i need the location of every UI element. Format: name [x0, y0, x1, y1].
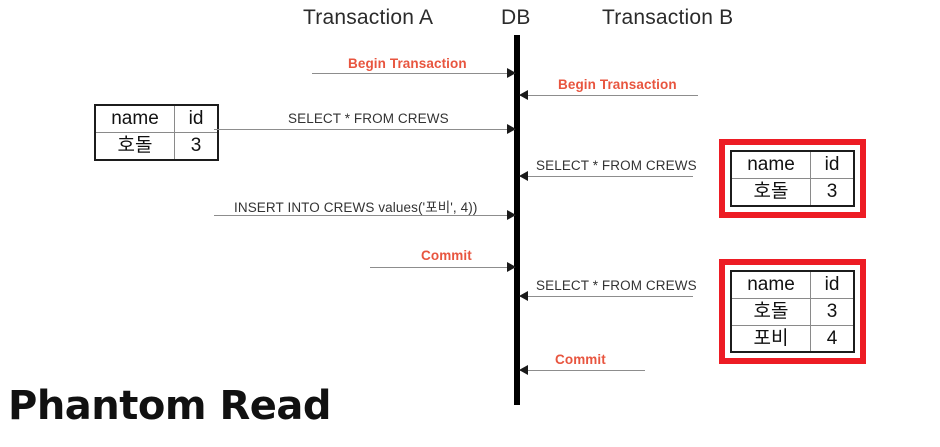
arrow-begin-transaction-b — [519, 87, 698, 105]
arrow-begin-transaction-a — [312, 65, 516, 83]
arrow-head-left — [519, 90, 528, 100]
table-header-id: id — [810, 270, 855, 299]
diagram-caption: Phantom Read — [8, 383, 332, 429]
table-cell-id: 4 — [810, 324, 855, 353]
table-row: 호돌 3 — [730, 297, 855, 326]
arrow-label-insert-a: INSERT INTO CREWS values('포비', 4)) — [234, 200, 478, 215]
table-cell-name: 포비 — [730, 324, 811, 353]
column-header-transaction-a: Transaction A — [303, 6, 434, 29]
arrow-commit-b — [519, 362, 645, 380]
highlight-frame-first-read: name id 호돌 3 — [719, 139, 866, 218]
table-header-name: name — [730, 270, 811, 299]
table-cell-id: 3 — [810, 297, 855, 326]
arrow-head-left — [519, 291, 528, 301]
arrow-label-begin-transaction-b: Begin Transaction — [558, 77, 677, 92]
table-row: 포비 4 — [730, 324, 855, 353]
arrow-head-right — [507, 210, 516, 220]
arrow-shaft — [370, 267, 515, 268]
table-row: 호돌 3 — [730, 177, 855, 207]
arrow-select-b-first — [519, 168, 693, 186]
arrow-label-commit-b: Commit — [555, 352, 606, 367]
crew-table-first-read-b: name id 호돌 3 — [730, 150, 855, 207]
column-header-transaction-b: Transaction B — [602, 6, 734, 29]
arrow-head-right — [507, 262, 516, 272]
table-cell-name: 호돌 — [730, 297, 811, 326]
arrow-label-select-b-second: SELECT * FROM CREWS — [536, 278, 697, 293]
arrow-label-begin-transaction-a: Begin Transaction — [348, 56, 467, 71]
db-lifeline — [514, 35, 520, 405]
arrow-head-left — [519, 365, 528, 375]
table-cell-name: 호돌 — [730, 177, 811, 207]
table-header-name: name — [730, 150, 811, 179]
arrow-head-left — [519, 171, 528, 181]
arrow-label-commit-a: Commit — [421, 248, 472, 263]
table-cell-id: 3 — [174, 131, 219, 161]
column-header-db: DB — [501, 6, 531, 29]
arrow-head-right — [507, 124, 516, 134]
arrow-shaft — [520, 176, 693, 177]
arrow-shaft — [520, 370, 645, 371]
arrow-head-right — [507, 68, 516, 78]
arrow-shaft — [520, 95, 698, 96]
arrow-select-b-second — [519, 288, 693, 306]
arrow-commit-a — [370, 259, 516, 277]
arrow-select-a — [214, 121, 516, 139]
arrow-label-select-b-first: SELECT * FROM CREWS — [536, 158, 697, 173]
crew-table-second-read-b: name id 호돌 3 포비 4 — [730, 270, 855, 354]
table-cell-id: 3 — [810, 177, 855, 207]
table-row: 호돌 3 — [94, 131, 219, 161]
table-header-id: id — [810, 150, 855, 179]
table-header-row: name id — [94, 104, 219, 133]
arrow-shaft — [520, 296, 693, 297]
table-cell-name: 호돌 — [94, 131, 175, 161]
table-header-id: id — [174, 104, 219, 133]
arrow-shaft — [312, 73, 515, 74]
table-header-name: name — [94, 104, 175, 133]
crew-table-initial-a: name id 호돌 3 — [94, 104, 219, 161]
arrow-shaft — [214, 215, 515, 216]
highlight-frame-second-read: name id 호돌 3 포비 4 — [719, 259, 866, 365]
arrow-shaft — [214, 129, 515, 130]
arrow-insert-a — [214, 207, 516, 225]
table-header-row: name id — [730, 150, 855, 179]
table-header-row: name id — [730, 270, 855, 299]
arrow-label-select-a: SELECT * FROM CREWS — [288, 111, 449, 126]
